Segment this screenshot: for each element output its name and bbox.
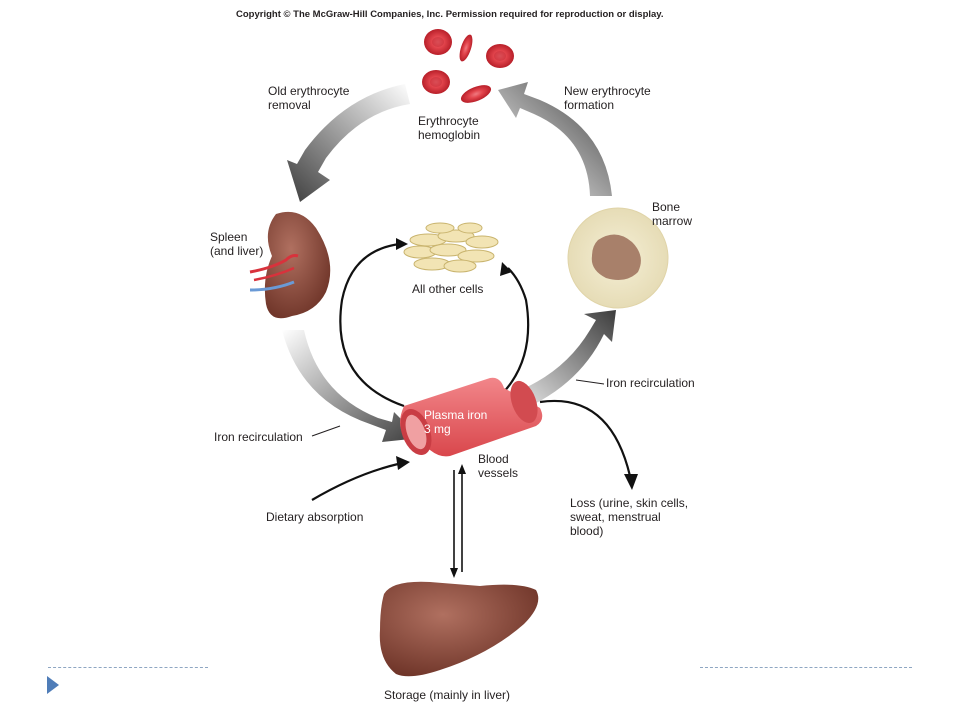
iron-recirculation-left-arrow — [282, 330, 420, 442]
old-removal-label: Old erythrocyte removal — [268, 84, 350, 112]
loss-label: Loss (urine, skin cells, sweat, menstrua… — [570, 496, 689, 538]
liver-icon — [379, 581, 539, 677]
storage-label: Storage (mainly in liver) — [384, 688, 511, 702]
all-other-cells-label: All other cells — [412, 282, 484, 296]
dietary-absorption-arrow — [311, 456, 410, 501]
spleen-label: Spleen (and liver) — [210, 230, 264, 258]
erythrocyte-label: Erythrocyte hemoglobin — [418, 114, 481, 142]
storage-exchange-arrows — [453, 470, 463, 572]
new-formation-arrow — [498, 82, 612, 196]
erythrocyte-cluster — [422, 29, 514, 103]
other-cells-icon — [403, 222, 499, 273]
blood-vessel-icon — [400, 377, 543, 457]
plasma-iron-label: Plasma iron 3 mg — [424, 408, 488, 436]
loop-arrowheads — [396, 238, 512, 276]
bone-marrow-label: Bone marrow — [652, 200, 693, 228]
new-formation-label: New erythrocyte formation — [564, 84, 651, 112]
dietary-absorption-label: Dietary absorption — [266, 510, 364, 524]
loss-arrow — [539, 399, 638, 490]
triangle-bullet-icon — [47, 676, 59, 694]
spleen-icon — [249, 211, 331, 319]
rbc-icon — [459, 34, 473, 62]
footer-divider-right — [700, 667, 912, 668]
pointer-lines — [311, 379, 605, 437]
blood-vessels-label: Blood vessels — [478, 452, 519, 480]
footer-divider-left — [48, 667, 208, 668]
bone-marrow-icon — [567, 207, 669, 309]
iron-recirculation-left-label: Iron recirculation — [214, 430, 303, 444]
iron-recirculation-right-label: Iron recirculation — [606, 376, 695, 390]
copyright-notice: Copyright © The McGraw-Hill Companies, I… — [236, 9, 664, 20]
storage-arrowheads — [450, 464, 466, 578]
all-cells-loop-arrows — [339, 242, 530, 408]
old-removal-arrow — [287, 84, 410, 202]
rbc-icon — [460, 85, 492, 103]
